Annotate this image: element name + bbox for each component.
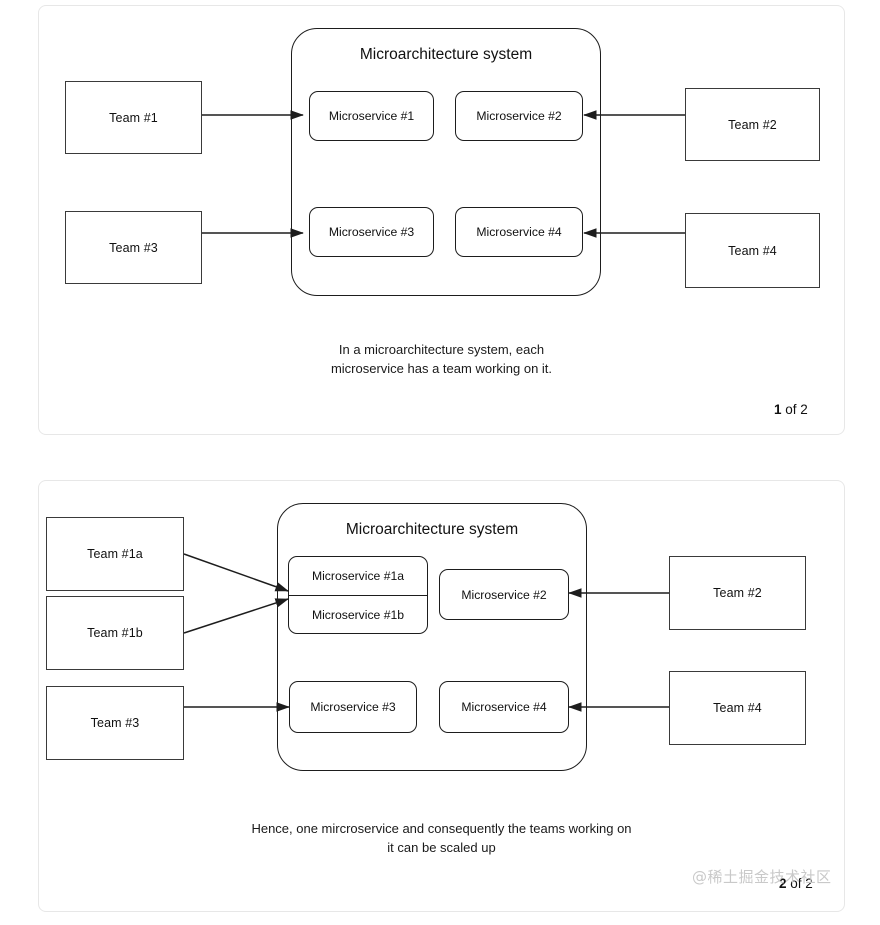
microservice-box-4[interactable]: Microservice #4 xyxy=(439,681,569,733)
team-box-label: Team #4 xyxy=(713,701,762,715)
team-box-team-2[interactable]: Team #2 xyxy=(685,88,820,161)
microservice-box-3[interactable]: Microservice #3 xyxy=(289,681,417,733)
slide-caption-2: Hence, one mircroservice and consequentl… xyxy=(39,819,844,857)
page-indicator-current: 2 xyxy=(779,876,787,891)
microservice-label: Microservice #1a xyxy=(311,569,405,583)
team-box-label: Team #3 xyxy=(90,716,140,730)
microservice-box-3[interactable]: Microservice #3 xyxy=(309,207,434,257)
caption-line: Hence, one mircroservice and consequentl… xyxy=(251,821,632,836)
arrow-team1a-to-ms1 xyxy=(183,553,289,592)
microservice-label: Microservice #1b xyxy=(311,607,405,622)
team-box-team-4[interactable]: Team #4 xyxy=(685,213,820,288)
caption-line: microservice has a team working on it. xyxy=(330,361,553,376)
microservice-box-1[interactable]: Microservice #1 xyxy=(309,91,434,141)
diagram-1: Microarchitecture system xyxy=(39,6,844,434)
team-box-label: Team #2 xyxy=(728,117,777,132)
team-box-label: Team #3 xyxy=(109,240,158,255)
team-box-team-1[interactable]: Team #1 xyxy=(65,81,202,154)
team-box-team-3[interactable]: Team #3 xyxy=(65,211,202,284)
microservice-label: Microservice #4 xyxy=(461,700,547,714)
microservice-box-1-split[interactable]: Microservice #1a Microservice #1b xyxy=(288,556,428,634)
team-box-team-1b[interactable]: Team #1b xyxy=(46,596,184,670)
microarchitecture-system-title-2: Microarchitecture system xyxy=(345,521,519,538)
microservice-label: Microservice #1 xyxy=(328,109,415,123)
microservice-label: Microservice #2 xyxy=(476,109,562,123)
page-indicator-total: of 2 xyxy=(786,876,813,891)
page-indicator-1: 1 of 2 xyxy=(774,402,808,417)
microservice-label: Microservice #3 xyxy=(310,700,396,714)
microservice-box-1a[interactable]: Microservice #1a xyxy=(289,557,427,595)
page-indicator-total: of 2 xyxy=(781,402,808,417)
microarchitecture-system-title-1: Microarchitecture system xyxy=(359,46,533,63)
diagram-2: Microarchitecture system xyxy=(39,481,844,911)
caption-line: it can be scaled up xyxy=(387,840,496,855)
page-indicator-current: 1 xyxy=(774,402,782,417)
microservice-label: Microservice #4 xyxy=(476,225,562,239)
microservice-label: Microservice #2 xyxy=(461,587,547,602)
team-box-label: Team #2 xyxy=(713,586,762,600)
team-box-label: Team #1b xyxy=(87,626,143,640)
arrow-team1b-to-ms1 xyxy=(183,598,289,634)
team-box-label: Team #4 xyxy=(728,243,777,258)
page-indicator-2: 2 of 2 xyxy=(779,876,813,891)
watermark-text: @稀土掘金技术社区 xyxy=(692,868,832,886)
slide-card-2[interactable]: Microarchitecture system xyxy=(38,480,845,912)
microservice-box-2[interactable]: Microservice #2 xyxy=(455,91,583,141)
microservice-box-4[interactable]: Microservice #4 xyxy=(455,207,583,257)
slide-card-1[interactable]: Microarchitecture system xyxy=(38,5,845,435)
team-box-team-4[interactable]: Team #4 xyxy=(669,671,806,745)
slide-caption-1: In a microarchitecture system, each micr… xyxy=(39,340,844,378)
microservice-label: Microservice #3 xyxy=(328,225,415,239)
caption-line: In a microarchitecture system, each xyxy=(338,342,545,357)
team-box-team-1a[interactable]: Team #1a xyxy=(46,517,184,591)
team-box-label: Team #1a xyxy=(87,547,143,561)
microservice-box-1b[interactable]: Microservice #1b xyxy=(289,595,427,633)
team-box-team-2[interactable]: Team #2 xyxy=(669,556,806,630)
team-box-label: Team #1 xyxy=(109,110,158,125)
microservice-box-2[interactable]: Microservice #2 xyxy=(439,569,569,620)
team-box-team-3[interactable]: Team #3 xyxy=(46,686,184,760)
